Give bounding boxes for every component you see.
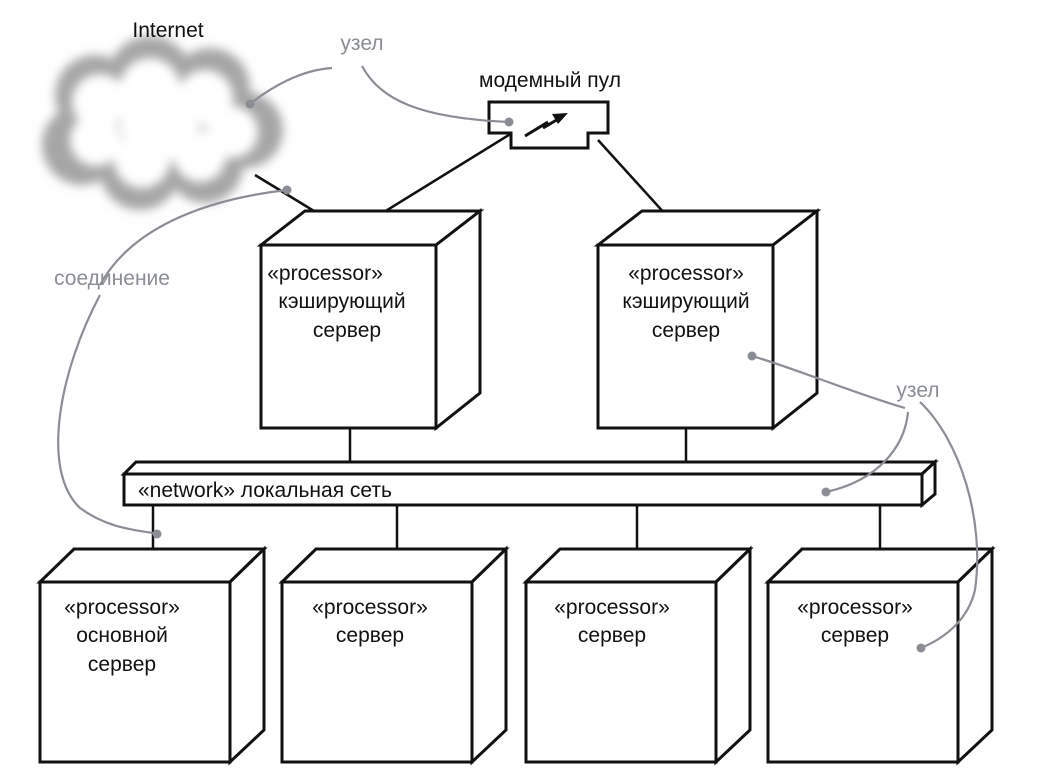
internet-label: Internet [132,19,203,42]
server-4-stereotype: «processor» [797,596,913,619]
caching-server-1-line1: кэширующий [278,290,405,313]
server-4-line1: сервер [821,624,889,647]
network-label: «network» локальная сеть [138,479,392,502]
leader-connection-bottom [57,294,158,536]
caching-server-1-line2: сервер [313,319,381,342]
leader-connection-top [99,188,288,286]
annotation-connection: соединение [54,267,170,290]
arrow-icon [552,113,568,124]
server-2-line1: сервер [336,624,404,647]
leader-node-top-cloud [249,66,333,105]
server-2-stereotype: «processor» [312,596,428,619]
caching-server-2-stereotype: «processor» [628,262,744,285]
local-network: «network» локальная сеть [120,458,939,509]
caching-server-2-line1: кэширующий [622,290,749,313]
annotation-node-top: узел [340,32,383,55]
leader-node-right-server [919,401,979,650]
leader-node-top-modem [361,65,510,124]
caching-server-1-stereotype: «processor» [267,262,383,285]
server-main-line2: сервер [88,653,156,676]
annotation-node-right: узел [896,379,939,402]
server-2: «processor» сервер [278,545,510,766]
modem-pool-label: модемный пул [479,69,621,92]
server-3-stereotype: «processor» [554,596,670,619]
internet-cloud [42,36,283,210]
server-main-stereotype: «processor» [64,596,180,619]
leader-node-right-network [825,411,910,494]
server-main-line1: основной [76,624,168,647]
leader-node-right-cache [751,354,906,410]
caching-server-2: «processor» кэширующий сервер [593,207,822,432]
caching-server-1: «processor» кэширующий сервер [256,207,485,432]
server-3-line1: сервер [578,624,646,647]
server-main: «processor» основной сервер [36,545,268,766]
annotation-leaders [57,65,979,653]
server-4: «processor» сервер [764,545,996,766]
server-3: «processor» сервер [522,545,754,766]
caching-server-2-line2: сервер [652,319,720,342]
modem-pool [487,100,610,150]
